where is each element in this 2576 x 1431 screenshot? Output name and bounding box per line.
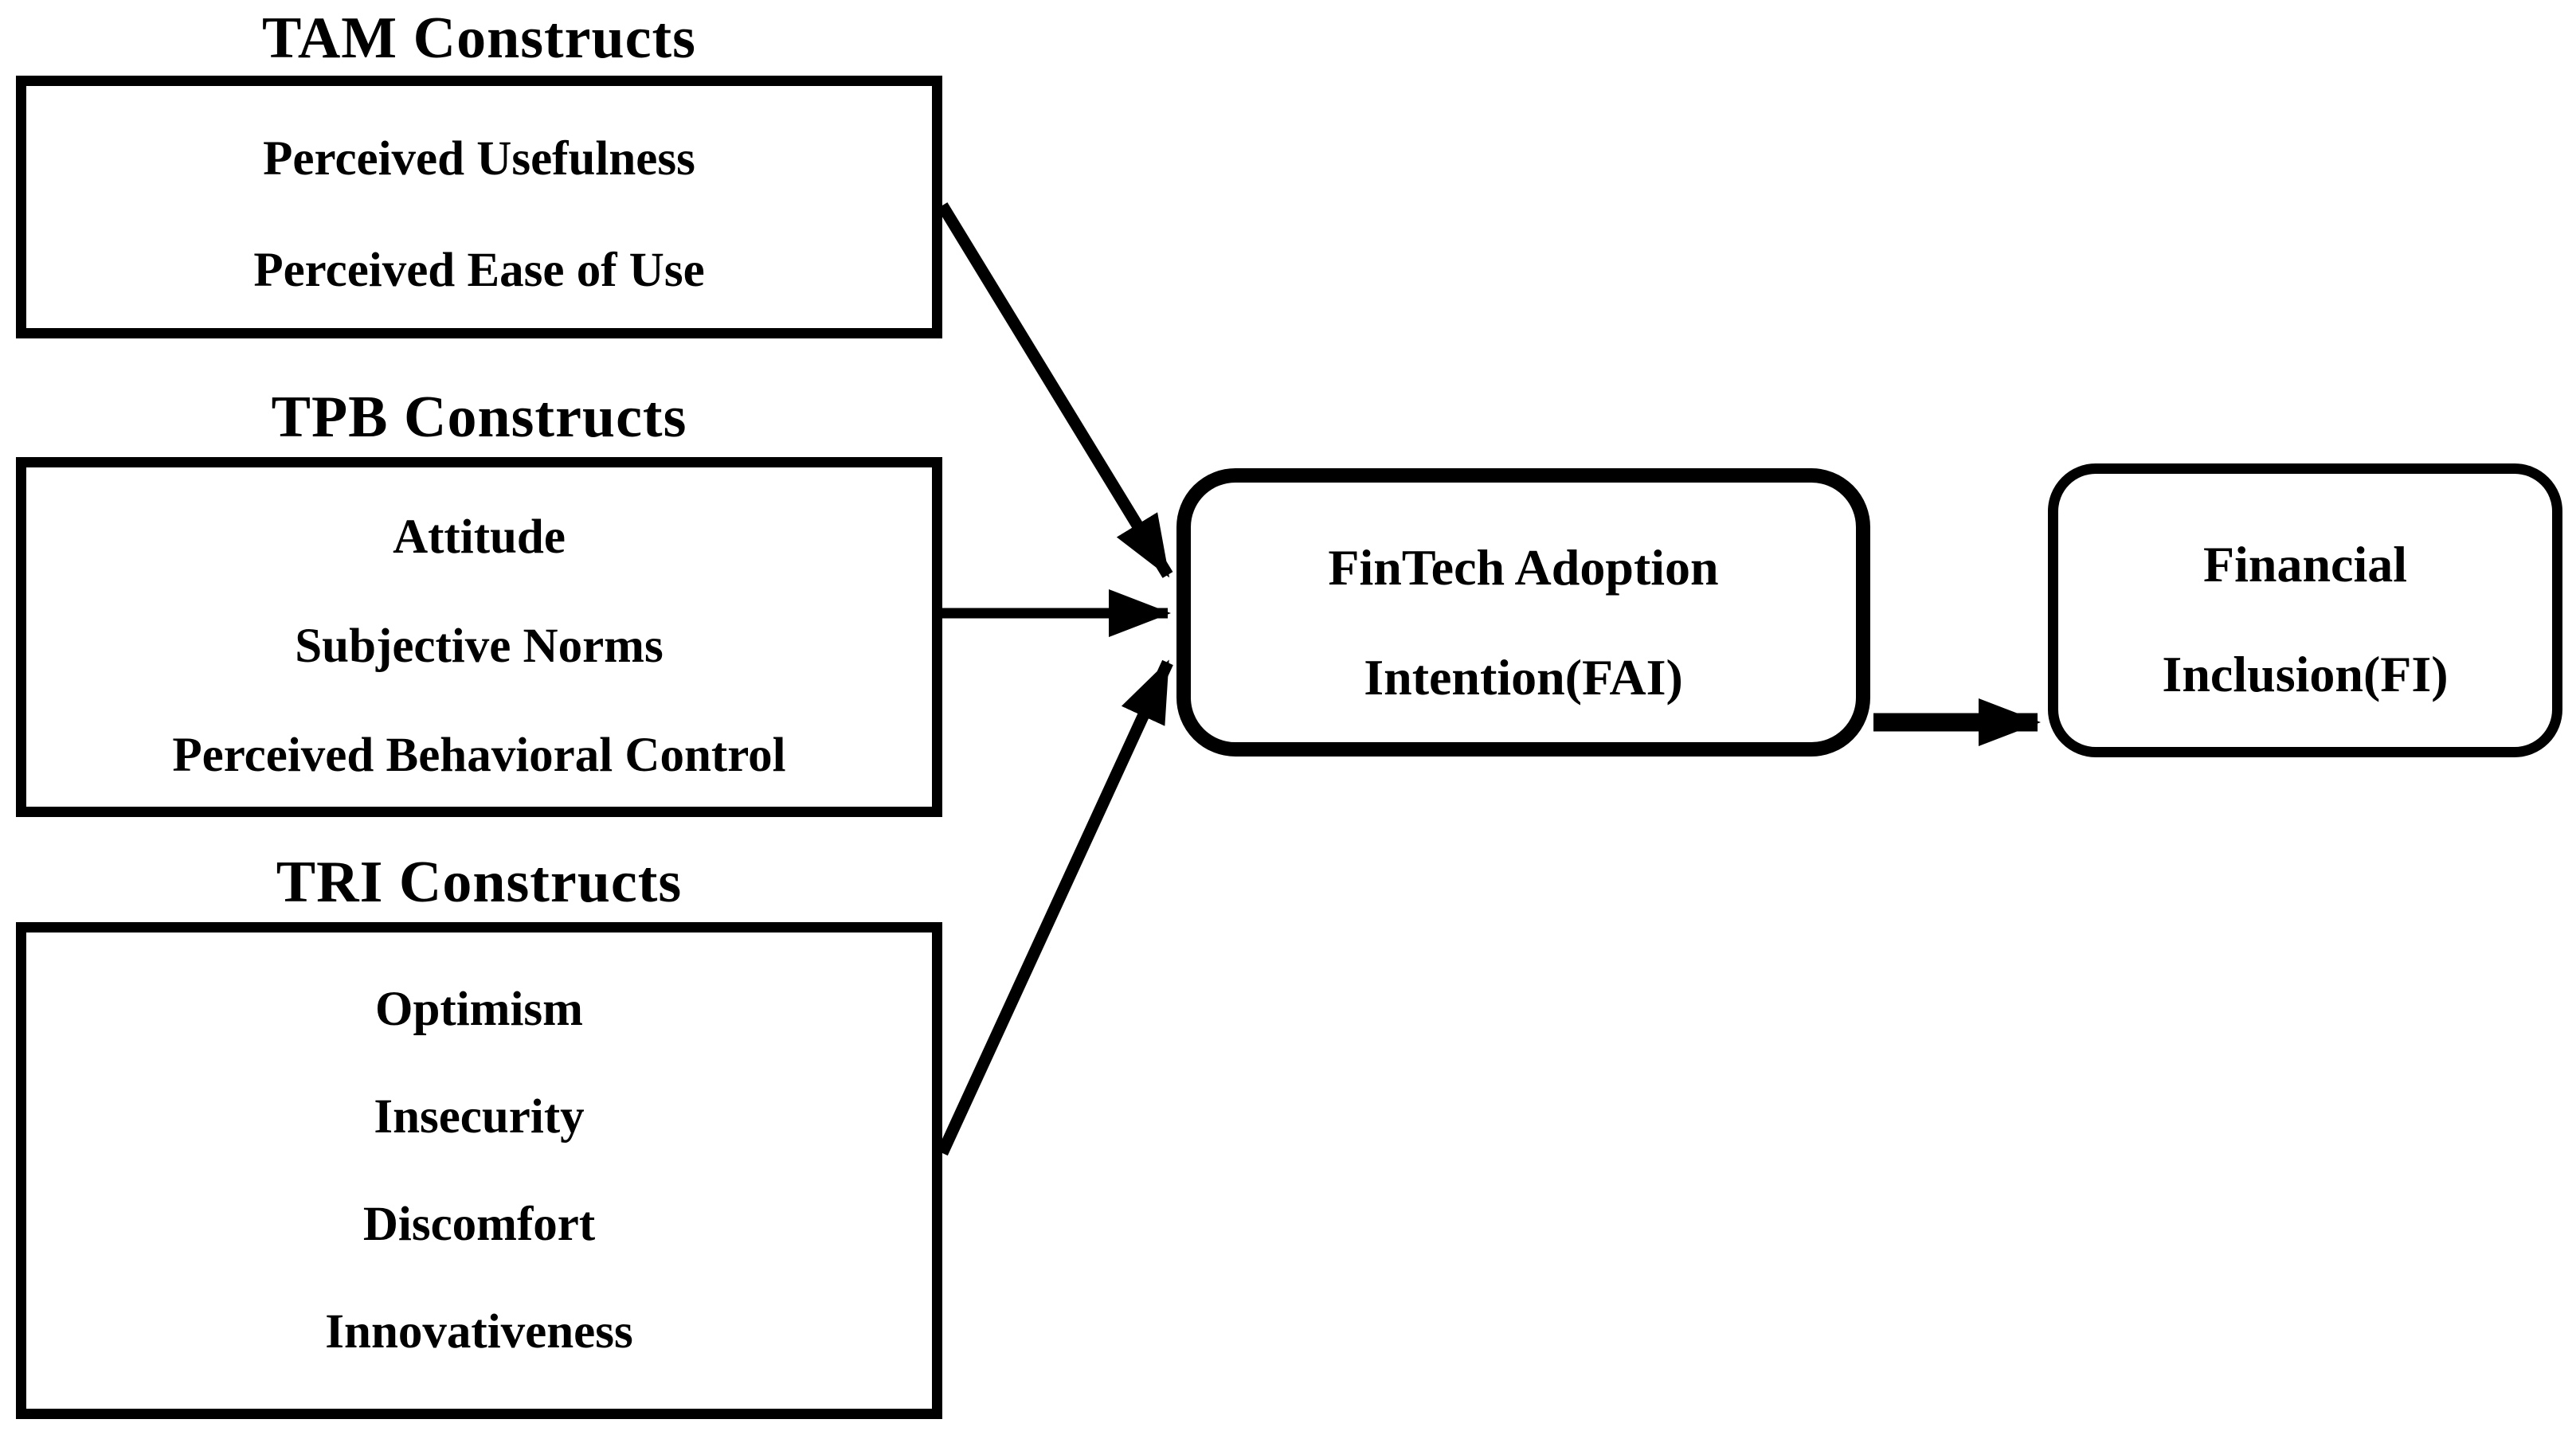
construct-item: Attitude (393, 510, 566, 564)
arrow-tam-to-fai (937, 202, 1173, 578)
construct-item: Optimism (375, 983, 583, 1036)
node-label-line: FinTech Adoption (1328, 539, 1719, 596)
group-title-tpb: TPB Constructs (271, 384, 687, 450)
construct-item: Perceived Usefulness (263, 131, 695, 186)
node-label-line: Financial (2202, 535, 2408, 592)
financial-inclusion-node: Financial Inclusion(FI) (2048, 463, 2562, 757)
arrow-tri-to-fai (937, 659, 1173, 1156)
group-title-tri: TRI Constructs (276, 849, 683, 915)
tam-constructs-box: Perceived Usefulness Perceived Ease of U… (16, 76, 942, 338)
node-label-line: Intention(FAI) (1364, 649, 1683, 706)
construct-item: Discomfort (362, 1198, 596, 1251)
tpb-constructs-box: Attitude Subjective Norms Perceived Beha… (16, 457, 942, 817)
group-title-tam: TAM Constructs (262, 5, 696, 71)
construct-item: Subjective Norms (295, 619, 664, 673)
construct-item: Innovativeness (325, 1305, 633, 1359)
construct-item: Perceived Ease of Use (253, 243, 705, 297)
fintech-adoption-intention-node: FinTech Adoption Intention(FAI) (1176, 468, 1870, 757)
construct-item: Perceived Behavioral Control (172, 728, 786, 782)
node-label-line: Inclusion(FI) (2162, 645, 2449, 702)
tri-constructs-box: Optimism Insecurity Discomfort Innovativ… (16, 922, 942, 1419)
construct-item: Insecurity (374, 1090, 585, 1144)
